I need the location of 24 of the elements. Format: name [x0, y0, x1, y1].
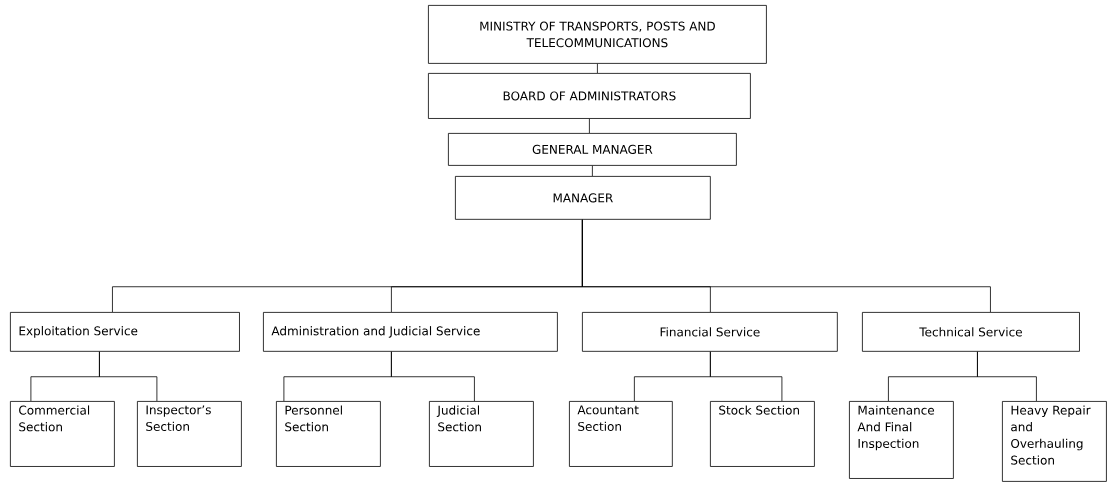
connector-line [581, 219, 991, 313]
section-box: Inspector’s Section [137, 401, 242, 467]
manager-box: GENERAL MANAGER [448, 133, 737, 166]
section-box: Acountant Section [569, 401, 673, 467]
section-box: Maintenance And Final Inspection [849, 401, 954, 479]
section-box: Personnel Section [276, 401, 381, 467]
section-box: Commercial Section [10, 401, 115, 467]
connector-line [709, 351, 783, 402]
ministry-box: MINISTRY OF TRANSPORTS, POSTS AND TELECOMMUNICATIONS [428, 5, 767, 64]
manager-box: MANAGER [455, 176, 711, 220]
service-box: Financial Service [582, 312, 838, 352]
connector-line [391, 351, 475, 402]
connector-line [977, 351, 1037, 402]
section-box: Stock Section [710, 401, 815, 467]
service-box: Exploitation Service [10, 312, 240, 352]
section-box: Heavy Repair and Overhauling Section [1002, 401, 1107, 482]
connector-line [99, 351, 158, 402]
connector-line [591, 165, 593, 177]
connector-line [597, 63, 598, 74]
board-box: BOARD OF ADMINISTRATORS [428, 73, 751, 119]
section-box: Judicial Section [429, 401, 534, 467]
connector-line [589, 118, 590, 134]
service-box: Technical Service [862, 312, 1080, 352]
service-box: Administration and Judicial Service [263, 312, 558, 352]
